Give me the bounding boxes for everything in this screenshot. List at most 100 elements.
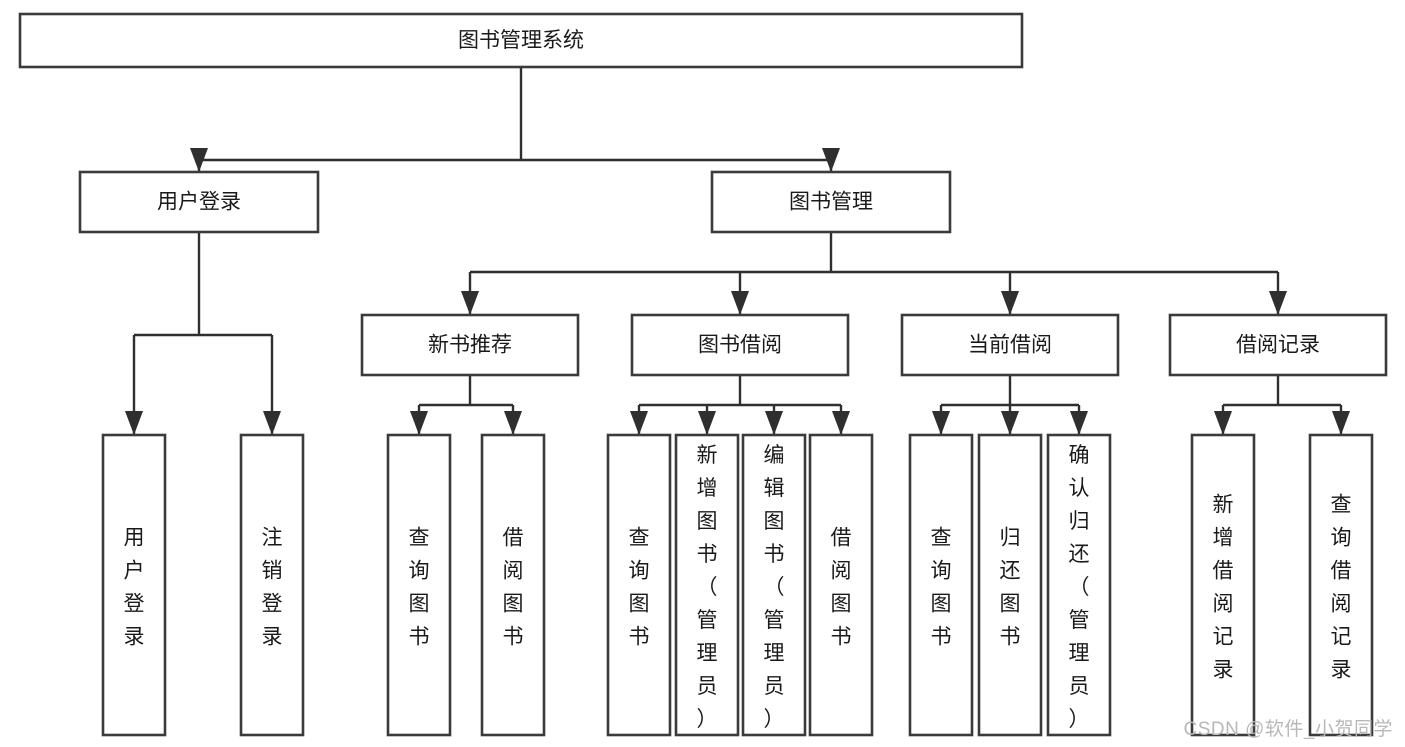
- leaf-label-char: 书: [503, 626, 524, 649]
- arrow-head-icon: [504, 411, 522, 435]
- leaf-label-char: 还: [1000, 560, 1021, 583]
- node-box-user-login-do: [101, 433, 167, 737]
- leaf-label-char: 图: [831, 593, 852, 616]
- leaf-label-char: 图: [629, 593, 650, 616]
- leaf-label-char: 记: [1331, 626, 1352, 649]
- leaf-label-char: 员: [764, 675, 785, 698]
- node-box-root: [18, 12, 1024, 69]
- node-box-query-book-rec: [386, 433, 452, 737]
- leaf-label-char: （: [1069, 576, 1090, 599]
- leaf-label-char: 询: [409, 560, 430, 583]
- leaf-label-char: 询: [629, 560, 650, 583]
- node-box-new-book-recommend: [360, 313, 580, 377]
- leaf-label-char: 新: [1213, 494, 1234, 517]
- node-borrow-record[interactable]: 借阅记录: [1168, 313, 1388, 377]
- node-box-add-book-admin: [674, 433, 740, 737]
- leaf-label-char: 归: [1069, 510, 1090, 533]
- node-box-borrow-record: [1168, 313, 1388, 377]
- node-label-current-borrow: 当前借阅: [968, 334, 1052, 357]
- node-box-user-logout: [239, 433, 305, 737]
- node-book-management[interactable]: 图书管理: [710, 170, 952, 234]
- connector-layer: [125, 67, 1350, 435]
- arrow-head-icon: [410, 411, 428, 435]
- arrow-head-icon: [1269, 291, 1287, 315]
- node-box-book-management: [710, 170, 952, 234]
- leaf-label-char: 还: [1069, 543, 1090, 566]
- node-user-login[interactable]: 用户登录: [78, 170, 320, 234]
- leaf-label-char: 借: [1331, 560, 1352, 583]
- leaf-label-char: 书: [409, 626, 430, 649]
- node-box-return-book: [977, 433, 1043, 737]
- leaf-label-char: 查: [1331, 494, 1352, 517]
- node-layer: 图书管理系统用户登录用户登录注销登录图书管理新书推荐查询图书借阅图书图书借阅查询…: [18, 12, 1388, 737]
- arrow-head-icon: [932, 411, 950, 435]
- leaf-label-char: 辑: [764, 477, 785, 500]
- leaf-label-char: 查: [931, 527, 952, 550]
- leaf-label-char: 图: [1000, 593, 1021, 616]
- leaf-label-char: 书: [931, 626, 952, 649]
- leaf-label-char: 图: [409, 593, 430, 616]
- leaf-label-char: 图: [931, 593, 952, 616]
- leaf-label-char: 用: [124, 527, 145, 550]
- node-box-edit-book-admin: [741, 433, 807, 737]
- leaf-label-char: 理: [1069, 642, 1090, 665]
- leaf-label-char: 书: [764, 543, 785, 566]
- leaf-label-char: 书: [629, 626, 650, 649]
- leaf-label-char: 员: [1069, 675, 1090, 698]
- node-root[interactable]: 图书管理系统: [18, 12, 1024, 69]
- arrow-head-icon: [630, 411, 648, 435]
- leaf-label-char: 录: [124, 626, 145, 649]
- leaf-label-char: 询: [931, 560, 952, 583]
- leaf-label-char: 录: [1213, 659, 1234, 682]
- arrow-head-icon: [1001, 291, 1019, 315]
- leaf-label-char: 录: [1331, 659, 1352, 682]
- leaf-label-char: 书: [697, 543, 718, 566]
- node-box-borrow-book-action: [808, 433, 874, 737]
- node-box-book-borrow: [630, 313, 850, 377]
- leaf-label-char: 图: [697, 510, 718, 533]
- leaf-label-char: 管: [764, 609, 785, 632]
- leaf-label-char: 查: [629, 527, 650, 550]
- leaf-label-char: 理: [697, 642, 718, 665]
- leaf-label-char: 查: [409, 527, 430, 550]
- leaf-label-char: 登: [124, 593, 145, 616]
- leaf-label-char: 书: [1000, 626, 1021, 649]
- leaf-label-char: 注: [262, 527, 283, 550]
- node-label-book-management: 图书管理: [789, 191, 873, 214]
- arrow-head-icon: [1070, 411, 1088, 435]
- leaf-label-char: ）: [1069, 708, 1090, 731]
- node-book-borrow[interactable]: 图书借阅: [630, 313, 850, 377]
- leaf-label-char: 确: [1069, 444, 1090, 467]
- leaf-label-char: 阅: [503, 560, 524, 583]
- leaf-label-char: 图: [764, 510, 785, 533]
- leaf-label-char: 借: [1213, 560, 1234, 583]
- node-current-borrow[interactable]: 当前借阅: [900, 313, 1120, 377]
- node-box-query-borrow-record: [1308, 433, 1374, 737]
- node-new-book-recommend[interactable]: 新书推荐: [360, 313, 580, 377]
- arrow-head-icon: [1332, 411, 1350, 435]
- leaf-label-char: 户: [124, 560, 145, 583]
- leaf-label-char: 销: [262, 560, 283, 583]
- leaf-label-char: 新: [697, 444, 718, 467]
- node-box-query-book-current: [908, 433, 974, 737]
- node-user-login-do[interactable]: 用户登录: [101, 433, 167, 737]
- leaf-label-char: ）: [697, 708, 718, 731]
- leaf-label-char: 记: [1213, 626, 1234, 649]
- leaf-label-char: 询: [1331, 527, 1352, 550]
- arrow-head-icon: [263, 411, 281, 435]
- leaf-label-char: 阅: [1331, 593, 1352, 616]
- leaf-label-char: 员: [697, 675, 718, 698]
- arrow-head-icon: [822, 148, 840, 172]
